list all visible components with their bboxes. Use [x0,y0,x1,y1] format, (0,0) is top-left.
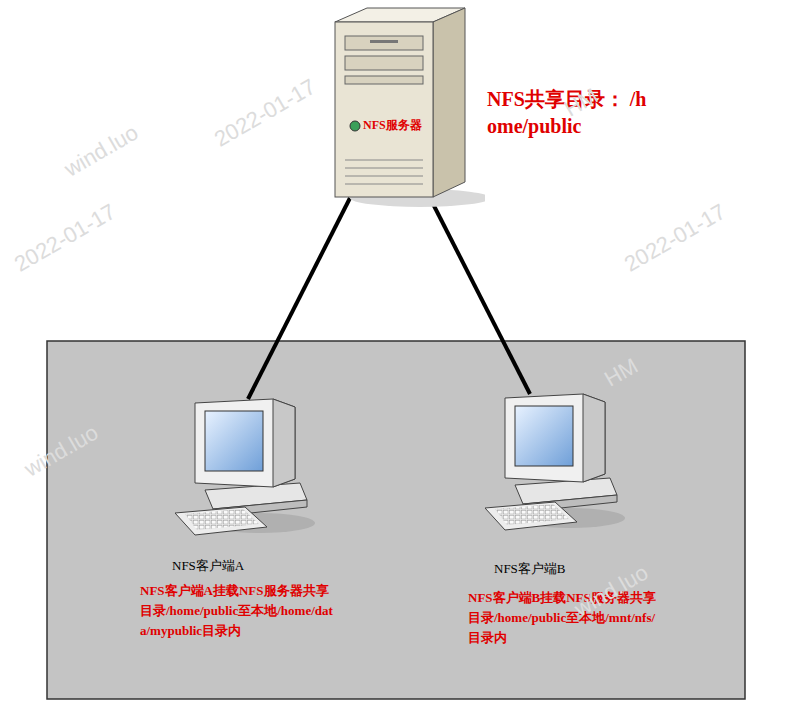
watermark: 2022-01-17 [620,199,730,278]
watermark: wind.luo [60,120,143,183]
network-link [248,198,350,399]
server-node: NFS服务器NFS共享目录： /home/public [315,0,485,200]
node-title: NFS服务器 [363,118,433,132]
client-node: NFS客户端BNFS客户端B挂载NFS服务器共享目录/home/public至本… [460,390,670,653]
watermark: 2022-01-17 [10,199,120,278]
client-node: NFS客户端A NFS客户端A挂载NFS服务器共享目录/home/public至本… [140,395,350,646]
watermark: HM [600,353,643,393]
network-link [430,198,530,394]
watermark: wind.luo [20,420,103,483]
client-computer [175,395,315,545]
server-tower [315,0,485,210]
watermark: 2022-01-17 [210,74,320,153]
node-note: NFS客户端B挂载NFS服务器共享目录/home/public至本地/mnt/n… [468,588,663,648]
node-note: NFS客户端A挂载NFS服务器共享目录/home/public至本地/home/… [140,581,340,641]
region-rect [47,341,745,699]
node-title: NFS客户端A [172,557,342,575]
client-computer [485,390,625,540]
